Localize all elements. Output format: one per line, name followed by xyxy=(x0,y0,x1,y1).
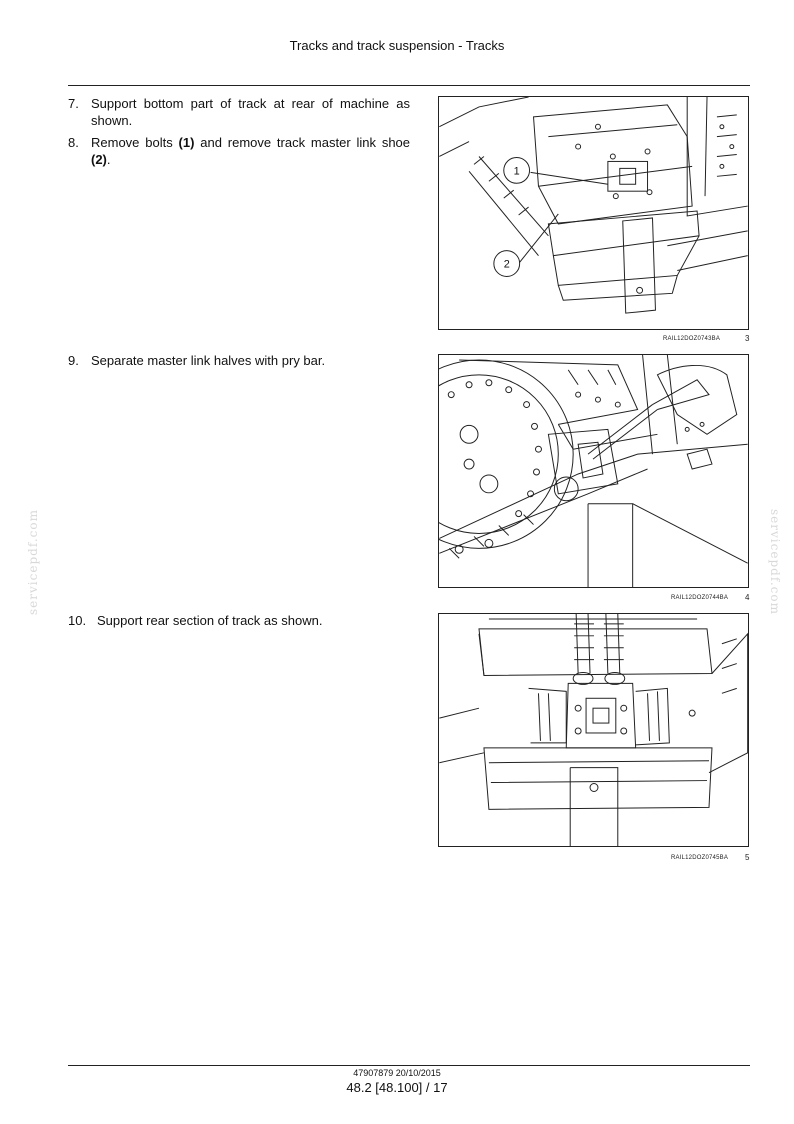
callout-2-label: 2 xyxy=(504,259,510,271)
step-number: 9. xyxy=(68,353,79,368)
footer-page-ref: 48.2 [48.100] / 17 xyxy=(346,1080,448,1095)
step-10: 10. Support rear section of track as sho… xyxy=(68,612,410,629)
track-master-link-drawing: 1 2 xyxy=(439,97,748,314)
step-text: Support bottom part of track at rear of … xyxy=(91,96,410,128)
step-number: 7. xyxy=(68,96,79,111)
step-text: Remove bolts (1) and remove track master… xyxy=(91,135,411,167)
watermark-right: servicepdf.com xyxy=(767,509,782,615)
step-7: 7. Support bottom part of track at rear … xyxy=(68,95,410,129)
step-number: 8. xyxy=(68,135,79,150)
figure-3-code: RAIL12DOZ0743BA xyxy=(663,336,721,342)
callout-1-circle xyxy=(503,156,531,184)
pry-bar-drawing xyxy=(439,355,748,587)
figure-4-number: 4 xyxy=(745,593,750,602)
figure-3-illustration: 1 2 xyxy=(438,96,749,330)
figure-4-code: RAIL12DOZ0744BA xyxy=(671,595,729,601)
callout-1-label: 1 xyxy=(514,165,520,177)
step-8: 8. Remove bolts (1) and remove track mas… xyxy=(68,134,410,168)
figure-4-illustration xyxy=(438,354,749,588)
callout-2-circle xyxy=(493,250,521,277)
track-support-chain-drawing xyxy=(439,614,748,846)
step-9: 9. Separate master link halves with pry … xyxy=(68,352,410,369)
page-header-title: Tracks and track suspension - Tracks xyxy=(289,38,505,53)
footer-rule xyxy=(68,1065,750,1066)
step-text: Separate master link halves with pry bar… xyxy=(91,353,326,368)
header-rule xyxy=(68,85,750,86)
figure-5-illustration xyxy=(438,613,749,847)
figure-3-number: 3 xyxy=(745,334,750,343)
step-text: Support rear section of track as shown. xyxy=(97,613,323,628)
footer-doc-ref: 47907879 20/10/2015 xyxy=(353,1068,441,1078)
step-number: 10. xyxy=(68,613,87,628)
watermark-left: servicepdf.com xyxy=(25,509,40,615)
figure-5-number: 5 xyxy=(745,853,750,862)
figure-5-code: RAIL12DOZ0745BA xyxy=(671,855,729,861)
